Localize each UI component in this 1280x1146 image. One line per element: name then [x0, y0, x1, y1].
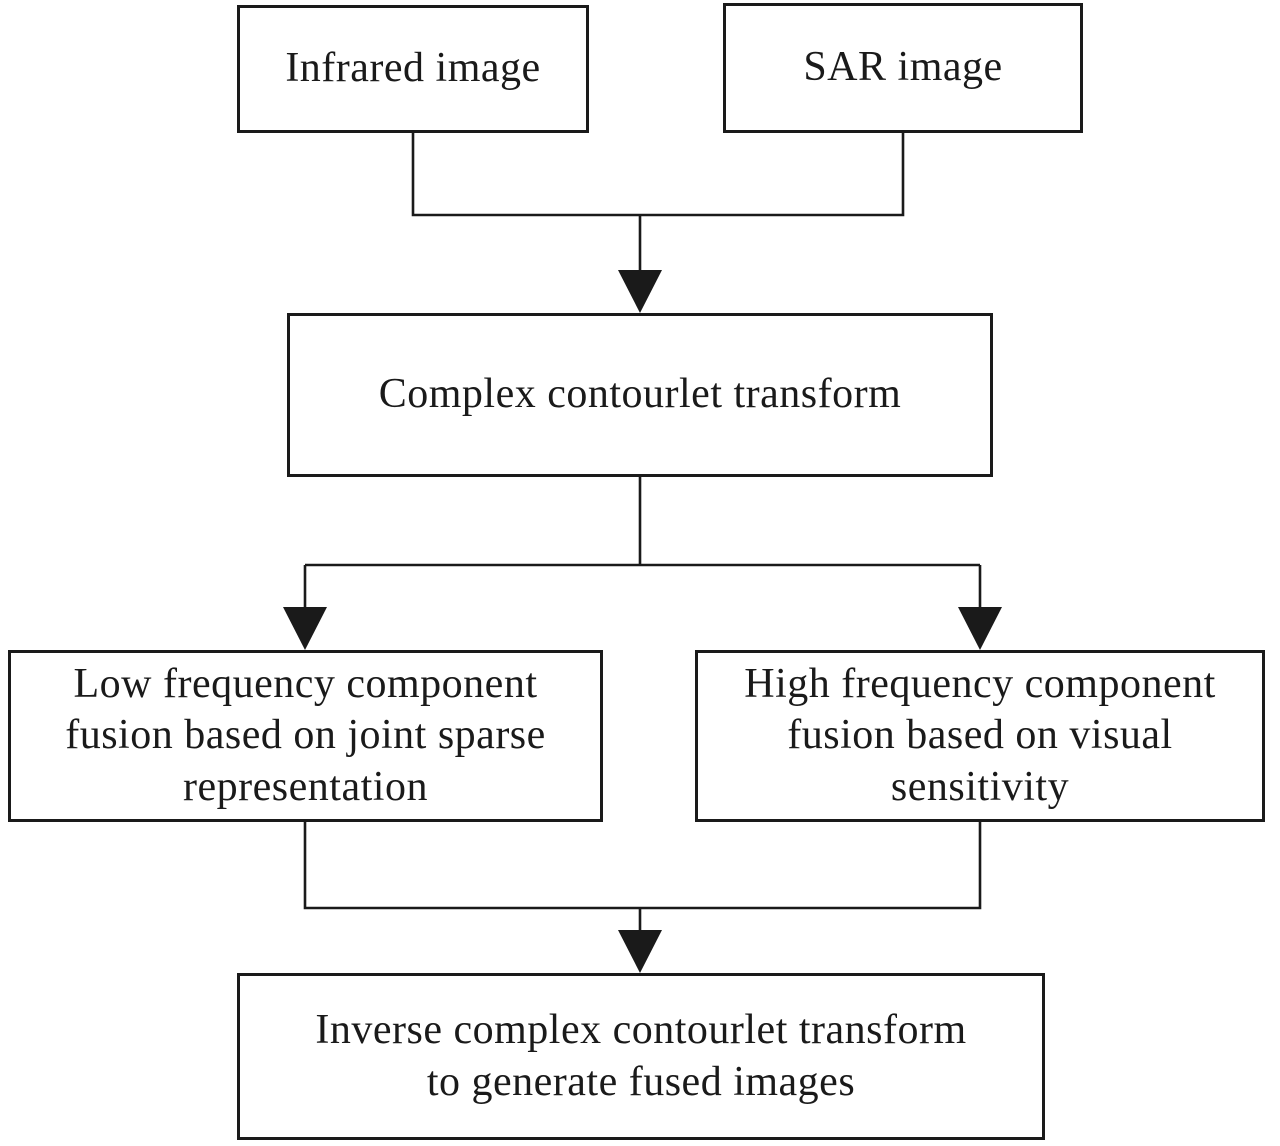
node-sar-image-label: SAR image — [803, 44, 1003, 91]
node-infrared-image-label: Infrared image — [285, 45, 541, 92]
connector-inputs-to-transform — [411, 133, 905, 276]
node-inverse-transform: Inverse complex contourlet transform to … — [237, 973, 1045, 1140]
arrowhead-high-frequency — [958, 607, 1002, 650]
node-high-frequency-fusion-label: High frequency component fusion based on… — [744, 661, 1216, 810]
connector-branches-to-inverse — [303, 822, 982, 936]
node-high-frequency-fusion: High frequency component fusion based on… — [695, 650, 1265, 822]
arrowhead-transform — [618, 270, 662, 313]
node-inverse-transform-label: Inverse complex contourlet transform to … — [315, 1007, 967, 1105]
node-low-frequency-fusion-label: Low frequency component fusion based on … — [65, 661, 546, 810]
arrowhead-inverse — [618, 930, 662, 973]
connector-transform-to-branches — [303, 477, 982, 612]
node-low-frequency-fusion: Low frequency component fusion based on … — [8, 650, 603, 822]
arrowhead-low-frequency — [283, 607, 327, 650]
node-complex-contourlet-transform: Complex contourlet transform — [287, 313, 993, 477]
node-sar-image: SAR image — [723, 3, 1083, 133]
node-infrared-image: Infrared image — [237, 5, 589, 133]
node-complex-contourlet-transform-label: Complex contourlet transform — [378, 371, 902, 418]
